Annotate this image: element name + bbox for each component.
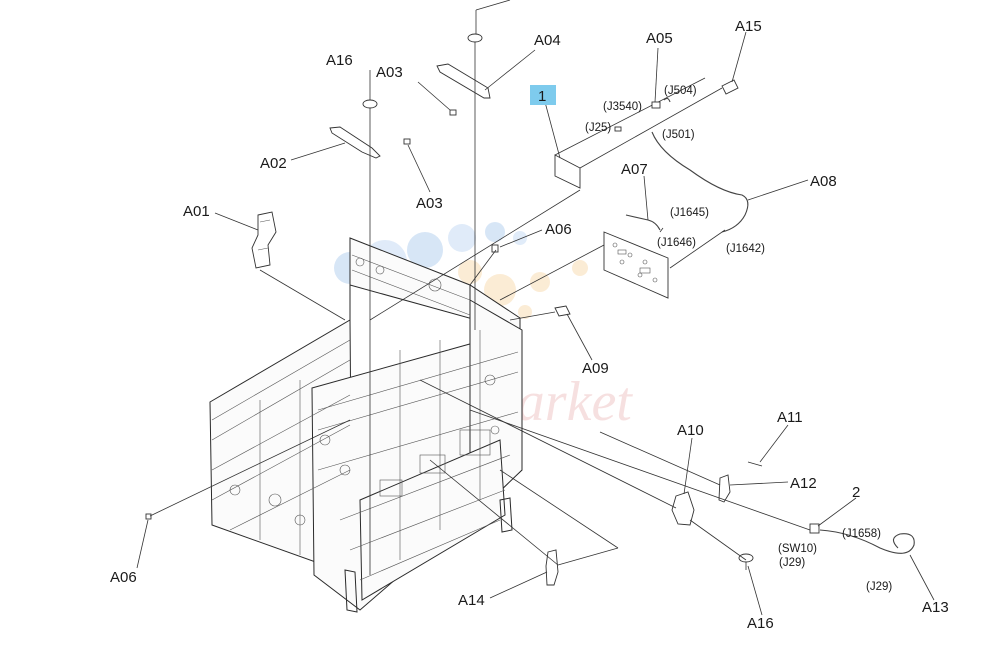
part-controller-pcb [603,231,669,299]
callout-a05: A05 [646,30,673,47]
part-a14-bracket [545,549,559,586]
callout-a13: A13 [922,599,949,616]
part-a01-bracket [251,211,277,269]
connector-sw10: (SW10) [778,543,817,555]
callout-a10: A10 [677,422,704,439]
connector-labels: (J3540) (J504) (J25) (J501) (J1645) (J16… [585,85,892,593]
callout-a03: A03 [416,195,443,212]
part-a11-pin [747,461,763,467]
part-1-board [554,77,723,189]
part-a12-lever [718,474,731,503]
part-a16-screw [362,33,754,570]
connector-j504: (J504) [664,85,697,97]
part-a03-screw [403,109,457,145]
callout-a12: A12 [790,475,817,492]
callout-a15: A15 [735,18,762,35]
connector-j29: (J29) [866,581,892,593]
callout-a09: A09 [582,360,609,377]
connector-j29: (J29) [779,557,805,569]
connector-j3540: (J3540) [603,101,642,113]
part-a07-cable [625,214,661,231]
callout-2: 2 [852,484,860,501]
callout-a04: A04 [534,32,561,49]
callout-a06: A06 [110,569,137,586]
connector-j1646: (J1646) [657,237,696,249]
callout-a14: A14 [458,592,485,609]
main-chassis [209,237,523,613]
part-a04-bracket [436,63,491,99]
callout-a03: A03 [376,64,403,81]
callout-a01: A01 [183,203,210,220]
connector-j501: (J501) [662,129,695,141]
part-a15-screw [721,79,739,95]
callout-a02: A02 [260,155,287,172]
callout-1-highlight [530,85,556,105]
callout-leaders [136,0,935,616]
callout-a11: A11 [777,409,803,426]
callout-a08: A08 [810,173,837,190]
part-a08-harness [651,131,749,233]
callout-a06: A06 [545,221,572,238]
connector-j1645: (J1645) [670,207,709,219]
part-a13-cable [819,529,915,554]
guide-lines [149,50,811,575]
connector-j1658: (J1658) [842,528,881,540]
part-a02-bracket [329,126,381,159]
part-a10-bracket [671,491,695,526]
part-2-switch [809,523,820,534]
callout-labels: A01 A02 A03 A03 A04 A05 A06 A06 A07 A08 … [110,18,949,632]
connector-j1642: (J1642) [726,243,765,255]
callout-a16: A16 [747,615,774,632]
connector-j25: (J25) [585,122,611,134]
part-a09-sensor [554,305,571,317]
callout-a16: A16 [326,52,353,69]
callout-a07: A07 [621,161,648,178]
callout-1: 1 [538,88,546,105]
part-a05-connector [614,97,671,132]
